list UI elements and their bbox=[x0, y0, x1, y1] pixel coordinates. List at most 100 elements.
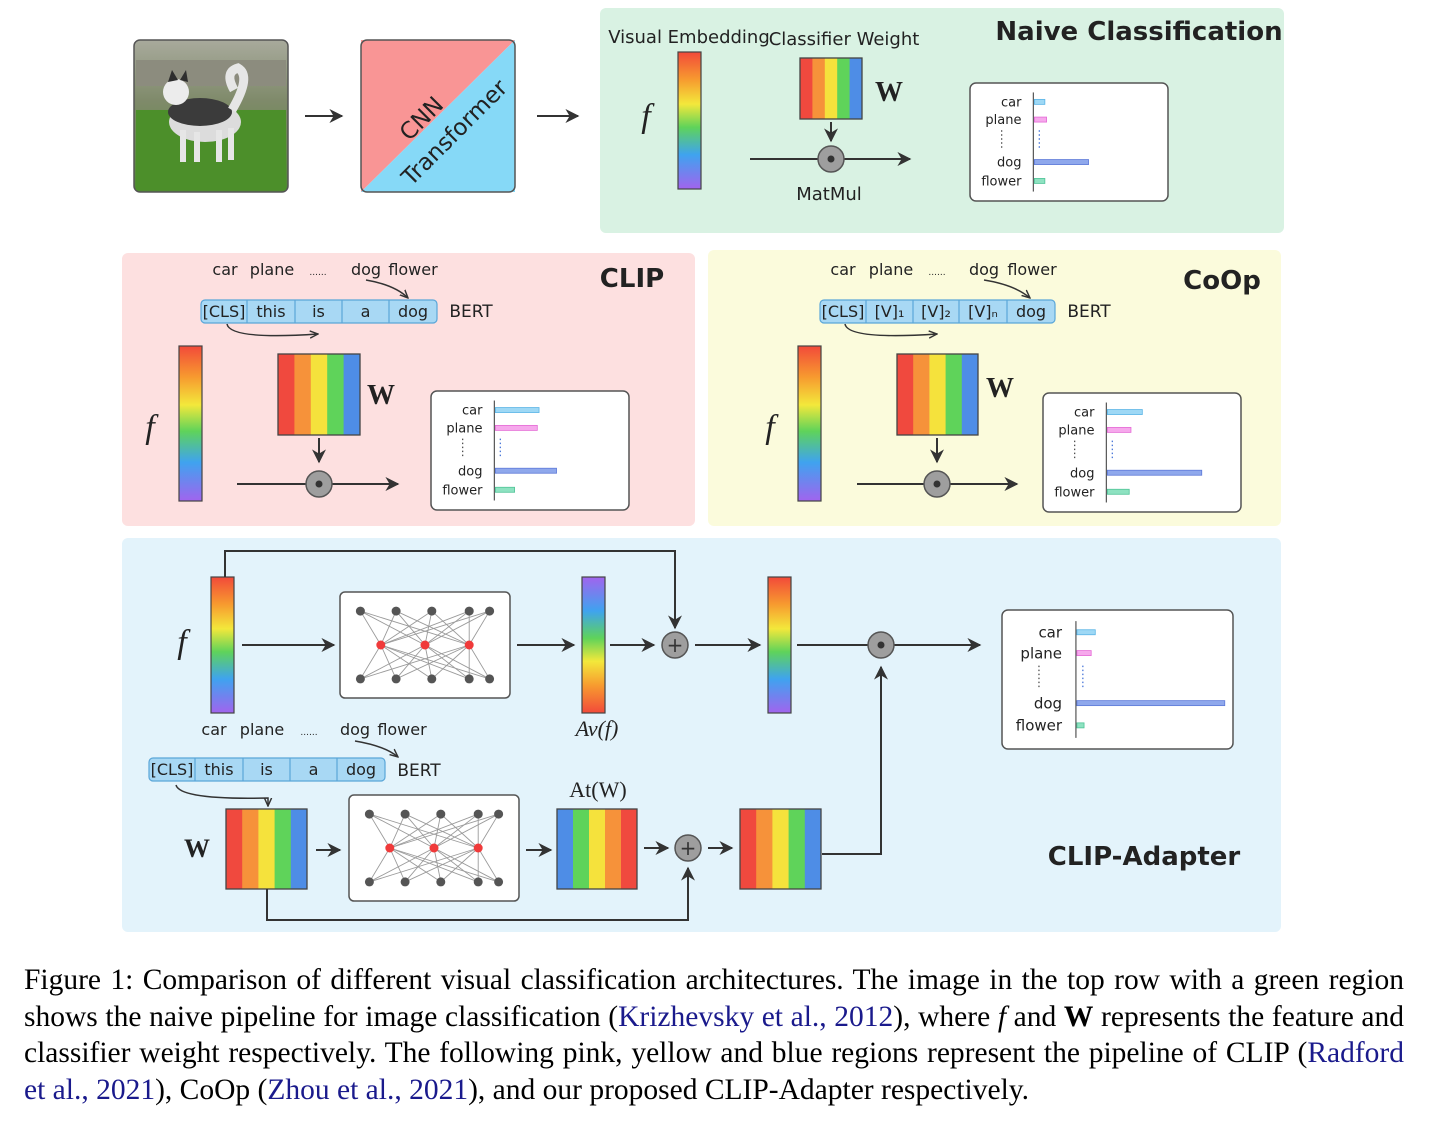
svg-text:dog: dog bbox=[351, 260, 381, 279]
score-bar-flower bbox=[1033, 178, 1046, 184]
svg-text:plane: plane bbox=[250, 260, 294, 279]
weight-stripe bbox=[961, 354, 979, 435]
score-label-flower: flower bbox=[981, 174, 1022, 189]
mlp-hidden-node bbox=[464, 640, 474, 650]
adapter-w-symbol: W bbox=[184, 834, 210, 863]
mlp-node bbox=[400, 877, 410, 887]
weight-stripe bbox=[589, 809, 606, 889]
clip-w-symbol: W bbox=[367, 380, 395, 411]
mlp-node bbox=[391, 674, 401, 684]
av-f-label: Av(f) bbox=[574, 716, 619, 741]
figure-caption: Figure 1: Comparison of different visual… bbox=[24, 964, 1405, 1106]
mlp-node bbox=[355, 606, 365, 616]
weight-stripe bbox=[327, 354, 345, 435]
clip-bert-label: BERT bbox=[449, 302, 493, 322]
weight-stripe bbox=[945, 354, 963, 435]
clip-region: CLIP car plane ...... dog flower [CLS]th… bbox=[122, 253, 695, 526]
cnn-transformer-box: CNN Transformer bbox=[360, 39, 516, 193]
visual-residual-add bbox=[661, 631, 689, 659]
mlp-node bbox=[473, 809, 483, 819]
clip-class-names: car plane ...... dog flower bbox=[212, 260, 438, 279]
clip-adapter-title: CLIP-Adapter bbox=[1048, 842, 1241, 872]
weight-stripe bbox=[897, 354, 914, 435]
clip-visual-vector bbox=[178, 345, 203, 502]
score-label-plane: plane bbox=[446, 421, 482, 436]
score-bar-plane bbox=[1076, 650, 1092, 656]
svg-text:car: car bbox=[212, 260, 238, 279]
svg-text:......: ...... bbox=[928, 268, 945, 278]
matmul-label: MatMul bbox=[796, 184, 862, 205]
weight-stripe bbox=[772, 809, 790, 889]
token-0: [CLS] bbox=[203, 302, 246, 321]
mlp-node bbox=[436, 809, 446, 819]
svg-text:+: + bbox=[680, 836, 697, 860]
mlp-node bbox=[485, 606, 495, 616]
token-4: dog bbox=[346, 760, 376, 779]
adapter-weight-matrix bbox=[225, 808, 308, 890]
citation-krizhevsky[interactable]: Krizhevsky et al., 2012 bbox=[618, 1000, 894, 1033]
mlp-node bbox=[494, 877, 504, 887]
mlp-node bbox=[364, 877, 374, 887]
weight-stripe bbox=[929, 354, 947, 435]
mlp-node bbox=[364, 809, 374, 819]
mlp-hidden-node bbox=[473, 843, 483, 853]
weight-stripe bbox=[621, 809, 638, 889]
classifier-weight-label: Classifier Weight bbox=[769, 29, 920, 50]
token-0: [CLS] bbox=[822, 302, 865, 321]
text-adapter-mlp bbox=[348, 794, 520, 902]
svg-text:flower: flower bbox=[377, 720, 427, 739]
classifier-weight-matrix bbox=[799, 57, 863, 120]
weight-stripe bbox=[788, 809, 806, 889]
svg-text:+: + bbox=[667, 633, 684, 657]
score-bar-flower bbox=[1076, 722, 1085, 729]
fused-visual-vector bbox=[767, 576, 792, 714]
weight-stripe bbox=[740, 809, 757, 889]
score-label-flower: flower bbox=[1016, 717, 1063, 735]
score-label-plane: plane bbox=[1058, 423, 1094, 438]
mlp-node bbox=[485, 674, 495, 684]
weight-stripe bbox=[849, 58, 863, 119]
score-bar-car bbox=[494, 407, 540, 413]
weight-stripe bbox=[557, 809, 574, 889]
weight-stripe bbox=[343, 354, 361, 435]
figure-diagram: CNN Transformer Naive Classification Vis… bbox=[122, 8, 1284, 932]
weight-stripe bbox=[605, 809, 622, 889]
citation-zhou[interactable]: Zhou et al., 2021 bbox=[267, 1073, 469, 1106]
dog-photo bbox=[133, 39, 289, 193]
weight-stripe bbox=[274, 809, 292, 889]
weight-stripe bbox=[804, 809, 822, 889]
fused-weight-matrix bbox=[739, 808, 822, 890]
clip-title: CLIP bbox=[600, 264, 664, 294]
citation-radford[interactable]: Radford et al., 2021 bbox=[24, 1037, 1404, 1106]
adapted-visual-vector bbox=[581, 576, 606, 714]
visual-embedding-vector bbox=[677, 51, 702, 190]
score-label-dog: dog bbox=[1070, 466, 1094, 481]
weight-stripe bbox=[258, 809, 276, 889]
score-bar-plane bbox=[494, 424, 538, 431]
adapter-class-names: car plane ...... dog flower bbox=[201, 720, 427, 739]
mlp-node bbox=[355, 674, 365, 684]
score-label-dog: dog bbox=[1034, 694, 1062, 712]
mlp-node bbox=[427, 674, 437, 684]
token-1: this bbox=[204, 760, 233, 779]
score-bar-flower bbox=[1106, 488, 1130, 495]
score-bar-car bbox=[1033, 98, 1046, 105]
adapter-visual-vector bbox=[210, 576, 235, 714]
weight-stripe bbox=[226, 809, 243, 889]
weight-stripe bbox=[824, 58, 838, 119]
weight-stripe bbox=[294, 354, 312, 435]
score-bar-dog bbox=[1033, 159, 1089, 165]
weight-stripe bbox=[278, 354, 295, 435]
mlp-node bbox=[436, 877, 446, 887]
score-bar-plane bbox=[1106, 426, 1132, 433]
text-residual-add bbox=[674, 834, 702, 862]
score-label-car: car bbox=[1074, 406, 1095, 421]
score-bar-car bbox=[1076, 629, 1096, 636]
token-3: [V]ₙ bbox=[968, 302, 998, 321]
naive-title: Naive Classification bbox=[995, 17, 1282, 47]
